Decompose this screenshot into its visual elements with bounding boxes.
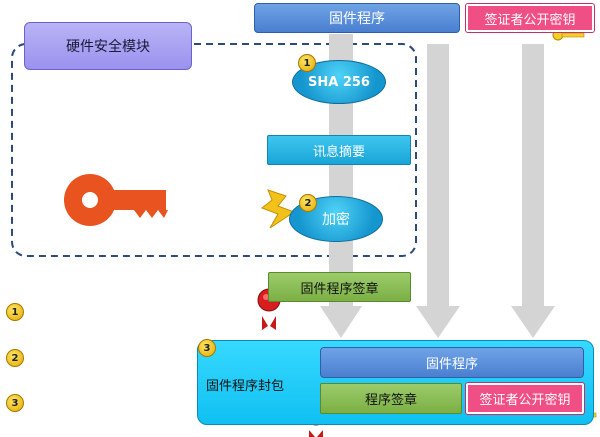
legend-marker-1: 1 bbox=[6, 303, 24, 321]
encrypt-label: 加密 bbox=[322, 212, 350, 228]
signer-public-key-top-label: 签证者公开密钥 bbox=[484, 12, 576, 28]
firmware-signature-box: 固件程序签章 bbox=[268, 272, 411, 302]
legend-marker-3: 3 bbox=[6, 394, 24, 412]
sha256-label: SHA 256 bbox=[308, 74, 370, 90]
firmware-top-label: 固件程序 bbox=[329, 11, 385, 27]
signer-public-key-top-box: 签证者公开密钥 bbox=[465, 3, 595, 33]
message-digest-label: 讯息摘要 bbox=[312, 144, 365, 160]
hsm-title: 硬件安全模块 bbox=[66, 39, 150, 55]
firmware-top-box: 固件程序 bbox=[254, 3, 460, 33]
step-marker-3-flow: 3 bbox=[198, 339, 216, 357]
private-key-icon bbox=[64, 174, 168, 226]
firmware-signature-label: 固件程序签章 bbox=[300, 281, 379, 297]
package-signature-box: 程序签章 bbox=[320, 383, 462, 414]
package-signer-key-box: 签证者公开密钥 bbox=[465, 382, 585, 415]
hsm-title-box: 硬件安全模块 bbox=[24, 22, 192, 70]
hsm-boundary bbox=[11, 43, 417, 257]
step-marker-2-flow: 2 bbox=[299, 194, 317, 212]
legend-marker-2: 2 bbox=[6, 349, 24, 367]
firmware-package-title-wrap: 固件程序封包 bbox=[206, 372, 310, 396]
package-signer-key-label: 签证者公开密钥 bbox=[479, 393, 571, 408]
flow-arrow-middle bbox=[416, 44, 460, 338]
step-marker-1-flow: 1 bbox=[298, 54, 316, 72]
package-firmware-label: 固件程序 bbox=[425, 357, 478, 372]
flow-arrow-right bbox=[511, 44, 555, 338]
package-firmware-box: 固件程序 bbox=[320, 347, 584, 378]
lightning-icon bbox=[261, 189, 296, 229]
message-digest-box: 讯息摘要 bbox=[267, 135, 411, 165]
firmware-package-title: 固件程序封包 bbox=[206, 378, 285, 394]
package-signature-label: 程序签章 bbox=[364, 393, 417, 408]
